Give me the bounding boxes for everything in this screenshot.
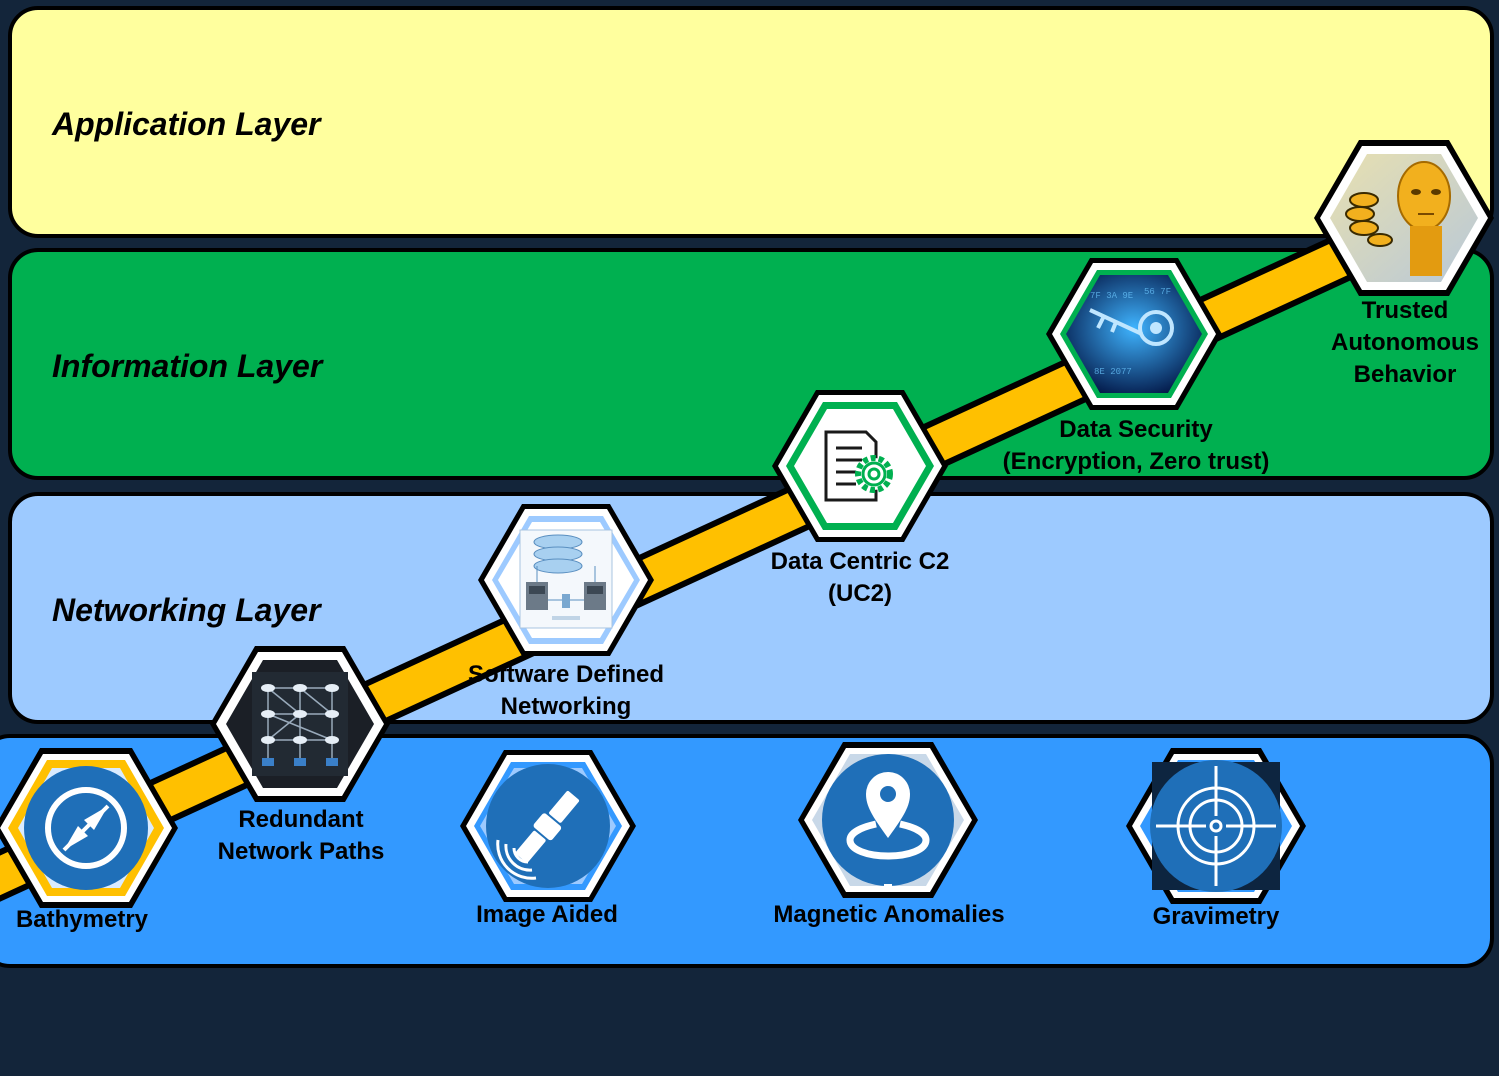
svg-text:8E 2077: 8E 2077 <box>1094 367 1132 377</box>
redundant-label-line2: Network Paths <box>217 838 385 865</box>
crosshair-icon <box>1126 748 1306 904</box>
image-aided-label: Image Aided <box>476 901 618 928</box>
dcc2-label-line1: Data Centric C2 <box>770 548 950 575</box>
gravimetry-label: Gravimetry <box>1152 903 1280 930</box>
satellite-icon <box>460 750 636 902</box>
redundant-label-line1: Redundant <box>238 806 364 833</box>
data-centric-c2-label: Data Centric C2 (UC2) <box>771 546 950 610</box>
svg-text:7F 3A 9E: 7F 3A 9E <box>1090 291 1133 301</box>
compass-icon <box>0 748 178 908</box>
magnetic-anomalies-label: Magnetic Anomalies <box>773 901 1005 928</box>
digital-key-icon: 7F 3A 9E 8E 2077 56 7F <box>1046 258 1222 410</box>
sdn-label-line2: Networking <box>500 693 632 720</box>
security-label-line2: (Encryption, Zero trust) <box>1002 448 1270 475</box>
data-security-label: Data Security (Encryption, Zero trust) <box>1003 414 1270 478</box>
software-defined-networking-label: Software Defined Networking <box>468 659 664 723</box>
redundant-network-paths-label: Redundant Network Paths <box>218 804 385 868</box>
tab-label-line2: Autonomous <box>1331 329 1479 356</box>
application-layer-band: Application Layer <box>8 6 1494 238</box>
trusted-autonomous-behavior-label: Trusted Autonomous Behavior <box>1331 295 1479 391</box>
sdn-diagram-icon <box>478 504 654 656</box>
networking-layer-title: Networking Layer <box>52 592 321 628</box>
mesh-network-icon <box>210 646 390 802</box>
location-pin-icon <box>798 742 978 898</box>
robot-icon <box>1314 140 1494 296</box>
tab-label-line3: Behavior <box>1353 361 1457 388</box>
svg-text:56 7F: 56 7F <box>1144 287 1171 297</box>
sdn-label-line1: Software Defined <box>467 661 665 688</box>
information-layer-title: Information Layer <box>52 348 323 384</box>
application-layer-title: Application Layer <box>52 106 321 142</box>
tab-label-line1: Trusted <box>1361 297 1449 324</box>
information-layer-band: Information Layer <box>8 248 1494 480</box>
dcc2-label-line2: (UC2) <box>827 580 892 607</box>
document-gear-icon <box>772 390 948 542</box>
bathymetry-label: Bathymetry <box>15 906 149 933</box>
security-label-line1: Data Security <box>1059 416 1213 443</box>
